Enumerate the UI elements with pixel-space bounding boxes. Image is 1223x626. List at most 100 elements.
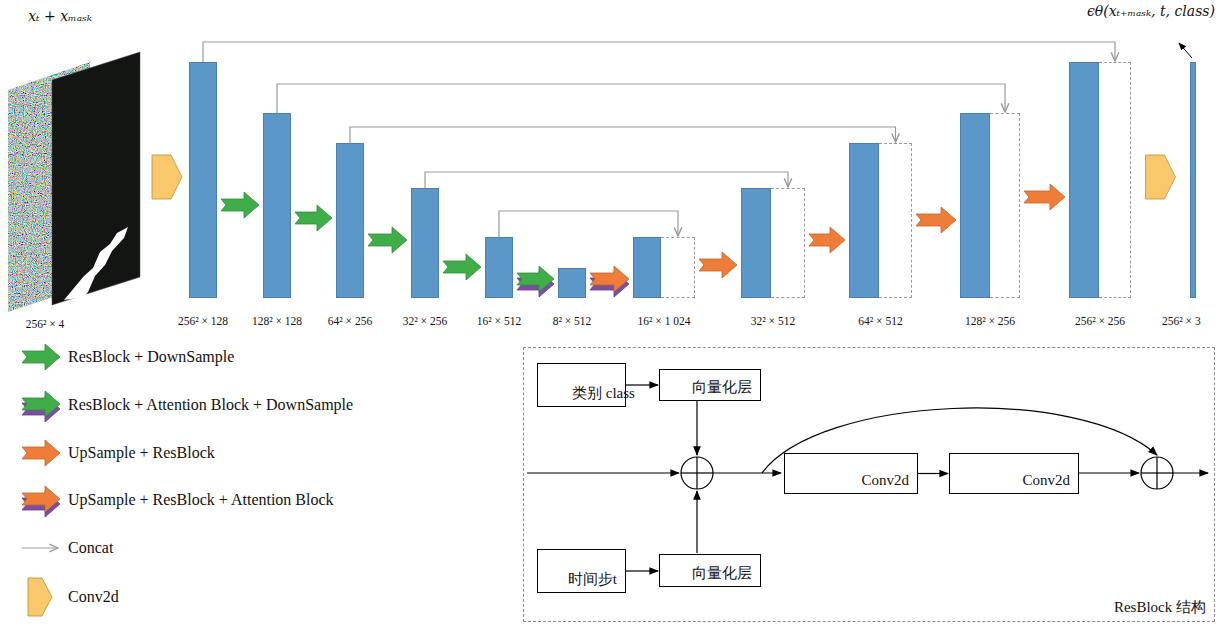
feature-bar <box>960 113 990 298</box>
output-pointer <box>1179 43 1192 58</box>
legend-text: ResBlock + Attention Block + DownSample <box>68 396 353 414</box>
input-line <box>527 472 679 473</box>
resblock-panel: ResBlock 结构类别 class向量化层时间步t向量化层Conv2dCon… <box>523 347 1215 622</box>
dimension-label: 128² × 256 <box>965 315 1015 327</box>
block-arrow-shape <box>368 227 407 253</box>
mask-region <box>64 227 128 300</box>
concat-slot <box>879 143 912 298</box>
dimension-label: 256² × 3 <box>1162 315 1201 327</box>
input-image: xₜ + xₘₐₛₖ256² × 4 <box>5 40 145 316</box>
input-label: xₜ + xₘₐₛₖ <box>28 8 92 24</box>
feature-map: 16² × 512 <box>485 237 513 298</box>
feature-map: 32² × 512 <box>741 188 805 298</box>
feature-map: 32² × 256 <box>411 188 439 298</box>
feature-map: 256² × 256 <box>1069 62 1131 298</box>
box-label: 类别 class <box>572 384 617 402</box>
dimension-label: 32² × 512 <box>751 315 795 327</box>
block-arrow <box>295 205 332 231</box>
legend-text: UpSample + ResBlock <box>68 444 215 462</box>
process-box: Conv2d <box>784 453 918 494</box>
box-label: 向量化层 <box>692 378 752 396</box>
conv-sample <box>28 578 52 616</box>
concat-slot <box>771 188 805 298</box>
feature-map: 64² × 256 <box>336 143 364 298</box>
dimension-label: 64² × 256 <box>328 315 372 327</box>
block-arrow <box>809 227 845 253</box>
feature-map: 8² × 512 <box>558 268 586 298</box>
skip-line <box>277 84 1005 113</box>
dimension-label: 64² × 512 <box>858 315 902 327</box>
skip-line <box>425 172 788 188</box>
conv-shape <box>152 155 182 199</box>
concat-slot <box>1099 62 1131 298</box>
conv-shape <box>1146 155 1176 199</box>
mask-image <box>52 52 140 305</box>
output-label: ϵθ(xₜ₊ₘₐₛₖ, t, class) <box>1087 3 1215 19</box>
conv-to-sum-line <box>1078 472 1139 473</box>
sum-symbol <box>681 457 713 489</box>
dimension-label: 256² × 256 <box>1075 315 1125 327</box>
flow-line <box>626 384 658 385</box>
feature-map: 256² × 128 <box>189 62 217 298</box>
block-arrow-shape <box>295 205 332 231</box>
box-label: Conv2d <box>1022 471 1070 489</box>
process-box: 类别 class <box>537 363 626 407</box>
skip-connection <box>350 127 896 143</box>
feature-map: 16² × 1 024 <box>633 237 695 298</box>
block-arrow <box>221 192 259 218</box>
conv-arrow <box>1146 155 1176 199</box>
legend-text: ResBlock + DownSample <box>68 348 234 366</box>
conv-arrow <box>152 155 182 199</box>
process-box: 向量化层 <box>659 554 761 587</box>
dimension-label: 16² × 1 024 <box>637 315 690 327</box>
feature-bar <box>411 188 439 298</box>
legend-text: Concat <box>68 539 113 557</box>
dimension-label: 32² × 256 <box>403 315 447 327</box>
box-label: 时间步t <box>568 570 617 588</box>
legend-sample <box>18 480 64 520</box>
box-label: 向量化层 <box>692 564 752 582</box>
legend-item: Concat <box>18 528 113 568</box>
skip-connection <box>425 172 788 188</box>
legend-item: ResBlock + Attention Block + DownSample <box>18 385 353 425</box>
arrow-sample <box>22 391 60 417</box>
block-arrow <box>590 266 629 297</box>
flow-arrow <box>626 571 658 572</box>
class-embed-line <box>696 400 697 455</box>
skip-line <box>350 127 896 143</box>
block-arrow-shape <box>443 254 481 280</box>
block-arrow <box>1024 184 1065 210</box>
block-arrow-shape <box>517 266 554 292</box>
time-embed-line <box>696 491 697 553</box>
skip-line <box>499 211 678 237</box>
legend-item: UpSample + ResBlock + Attention Block <box>18 480 334 520</box>
skip-connection <box>277 84 1005 113</box>
legend-sample <box>18 528 64 568</box>
box-label: Conv2d <box>861 471 909 489</box>
feature-bar <box>741 188 771 298</box>
block-arrow-shape <box>916 207 956 233</box>
line-sample <box>22 547 58 548</box>
skip-connection <box>203 42 1115 62</box>
feature-bar <box>1069 62 1099 298</box>
block-arrow <box>916 207 956 233</box>
sum-to-conv-line <box>713 472 781 473</box>
legend-item: ResBlock + DownSample <box>18 337 234 377</box>
block-arrow <box>368 227 407 253</box>
feature-bar <box>189 62 217 298</box>
block-arrow-shape <box>1024 184 1065 210</box>
process-box: 向量化层 <box>659 369 761 401</box>
block-arrow <box>699 252 737 278</box>
dimension-label: 256² × 4 <box>26 318 65 330</box>
legend-sample <box>18 577 64 617</box>
dimension-label: 256² × 128 <box>178 315 228 327</box>
skip-line <box>203 42 1115 62</box>
panel-title: ResBlock 结构 <box>1114 598 1206 617</box>
feature-bar <box>263 113 291 298</box>
legend-item: UpSample + ResBlock <box>18 433 215 473</box>
